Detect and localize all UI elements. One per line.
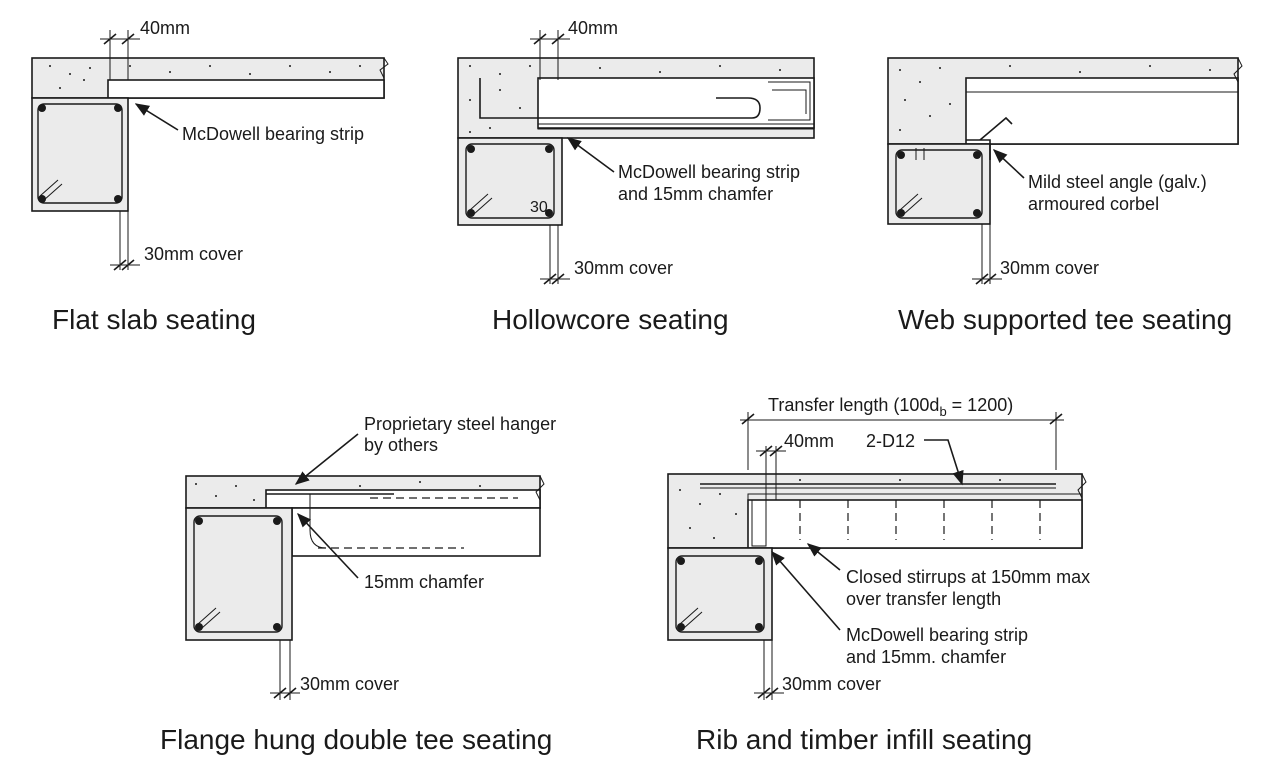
web-tee-caption: Web supported tee seating bbox=[898, 304, 1232, 335]
double-tee-flange bbox=[265, 489, 541, 509]
reinforcement-cage bbox=[895, 149, 983, 219]
rib-timber-bearing-line1: McDowell bearing strip bbox=[846, 625, 1028, 645]
flange-tee-chamfer-callout: 15mm chamfer bbox=[364, 572, 484, 592]
support-beam bbox=[457, 137, 563, 226]
rib-timber-panel: Transfer length (100db = 1200) 40mm 2-D1… bbox=[667, 395, 1090, 755]
rib-timber-bearing-line2: and 15mm. chamfer bbox=[846, 647, 1006, 667]
hollowcore-dim-40mm: 40mm bbox=[568, 18, 618, 38]
reinforcement-cage bbox=[675, 555, 765, 633]
hollowcore-caption: Hollowcore seating bbox=[492, 304, 729, 335]
web-tee-dim-cover: 30mm cover bbox=[1000, 258, 1099, 278]
flat-slab-dim-cover: 30mm cover bbox=[144, 244, 243, 264]
support-beam bbox=[667, 547, 773, 641]
reinforcement-cage bbox=[193, 515, 283, 633]
flange-tee-dim-cover: 30mm cover bbox=[300, 674, 399, 694]
web-tee-panel: Mild steel angle (galv.) armoured corbel… bbox=[887, 57, 1243, 335]
flange-tee-caption: Flange hung double tee seating bbox=[160, 724, 552, 755]
hollowcore-dim-cover: 30mm cover bbox=[574, 258, 673, 278]
reinforcement-cage bbox=[465, 143, 555, 219]
rib-timber-transfer-length: Transfer length (100db = 1200) bbox=[768, 395, 1013, 419]
flange-tee-panel: Proprietary steel hanger by others 15mm … bbox=[160, 414, 556, 755]
rib-timber-stirrups-line1: Closed stirrups at 150mm max bbox=[846, 567, 1090, 587]
web-tee-callout-line2: armoured corbel bbox=[1028, 194, 1159, 214]
reinforcement-cage bbox=[37, 103, 123, 204]
support-beam bbox=[31, 97, 129, 212]
rib-timber-bars-label: 2-D12 bbox=[866, 431, 915, 451]
support-beam bbox=[185, 507, 293, 641]
stirrups bbox=[799, 500, 1041, 540]
flat-slab-panel: 40mm McDowell bearing strip 30mm cover F… bbox=[31, 18, 389, 335]
precast-rib bbox=[747, 499, 1083, 549]
rib-timber-stirrups-line2: over transfer length bbox=[846, 589, 1001, 609]
tee-web-unit bbox=[965, 77, 1239, 145]
double-tee-stem bbox=[291, 507, 541, 557]
rib-timber-caption: Rib and timber infill seating bbox=[696, 724, 1032, 755]
flat-slab-callout: McDowell bearing strip bbox=[182, 124, 364, 144]
hollowcore-corner-label: 30 bbox=[530, 199, 548, 216]
hollowcore-callout-line1: McDowell bearing strip bbox=[618, 162, 800, 182]
rib-timber-dim-40mm: 40mm bbox=[784, 431, 834, 451]
support-beam bbox=[887, 143, 991, 225]
flange-tee-hanger-line1: Proprietary steel hanger bbox=[364, 414, 556, 434]
flat-slab-caption: Flat slab seating bbox=[52, 304, 256, 335]
flat-slab-unit bbox=[107, 79, 385, 99]
rib-timber-dim-cover: 30mm cover bbox=[782, 674, 881, 694]
web-tee-callout-line1: Mild steel angle (galv.) bbox=[1028, 172, 1207, 192]
hollowcore-callout-line2: and 15mm chamfer bbox=[618, 184, 773, 204]
hollowcore-panel: 40mm McDowell bearing strip and 15mm cha… bbox=[457, 18, 815, 335]
flat-slab-dim-40mm: 40mm bbox=[140, 18, 190, 38]
steel-angle bbox=[966, 139, 991, 160]
flange-tee-hanger-line2: by others bbox=[364, 435, 438, 455]
